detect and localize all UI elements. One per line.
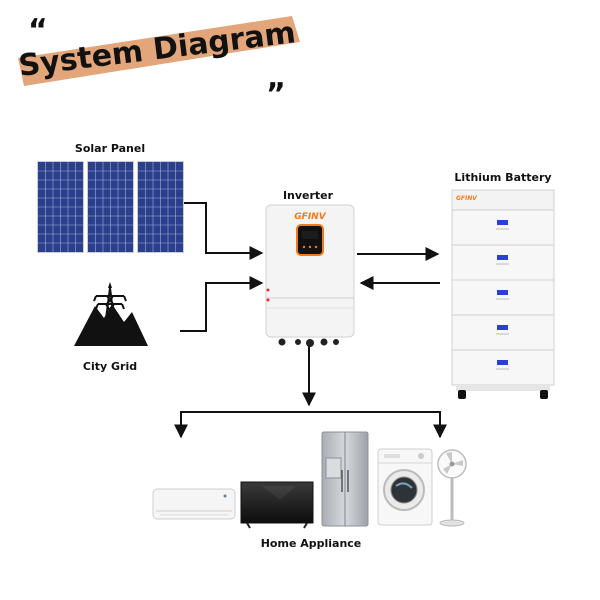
- battery-module: [451, 314, 555, 351]
- grid-to-inverter-arrow: [180, 276, 264, 332]
- transmission-tower-icon: [74, 282, 148, 346]
- battery-icon: GFINV: [451, 189, 555, 399]
- battery-wheel: [458, 390, 466, 399]
- open-quote-mark: “: [28, 13, 48, 48]
- solar-to-inverter-arrow: [184, 202, 264, 260]
- battery-indicator: [497, 255, 508, 260]
- washing-machine-icon: [377, 448, 433, 526]
- battery-indicator: [497, 360, 508, 365]
- city-grid-node: City Grid: [74, 282, 148, 373]
- appliance-distribution-bus: [180, 411, 441, 436]
- solar-panel-node: Solar Panel: [37, 142, 184, 253]
- battery-module: [451, 244, 555, 281]
- battery-label: Lithium Battery: [454, 171, 551, 184]
- solar-module: [37, 161, 84, 253]
- solar-panel-label: Solar Panel: [75, 142, 145, 155]
- battery-indicator: [497, 325, 508, 330]
- battery-module: [451, 279, 555, 316]
- battery-module: [451, 209, 555, 246]
- battery-module: [451, 349, 555, 386]
- city-grid-label: City Grid: [83, 360, 137, 373]
- page-title: System Diagram: [17, 15, 298, 84]
- inverter-brand: GFINV: [294, 212, 326, 222]
- solar-panel-icon: [37, 161, 184, 253]
- inverter-label: Inverter: [283, 189, 334, 202]
- appliances-label: Home Appliance: [261, 537, 362, 550]
- battery-brand: GFINV: [456, 195, 478, 202]
- air-conditioner-icon: [152, 488, 236, 520]
- electric-fan-icon: [437, 449, 467, 527]
- inverter-icon: GFINV: [265, 204, 355, 347]
- appliances-node: Home Appliance: [152, 431, 467, 550]
- header: “ System Diagram ”: [17, 13, 300, 112]
- title-banner: [18, 16, 300, 86]
- battery-wheel: [540, 390, 548, 399]
- battery-indicator: [497, 220, 508, 225]
- battery-indicator: [497, 290, 508, 295]
- solar-module: [137, 161, 184, 253]
- television-icon: [240, 481, 314, 529]
- solar-module: [87, 161, 134, 253]
- refrigerator-icon: [321, 431, 369, 527]
- inverter-screen: [296, 224, 324, 256]
- inverter-node: Inverter GFINV: [265, 189, 355, 347]
- battery-node: Lithium Battery GFINV: [451, 171, 555, 399]
- connectors: [174, 202, 447, 439]
- inverter-ports: [278, 338, 339, 347]
- close-quote-mark: ”: [266, 77, 286, 112]
